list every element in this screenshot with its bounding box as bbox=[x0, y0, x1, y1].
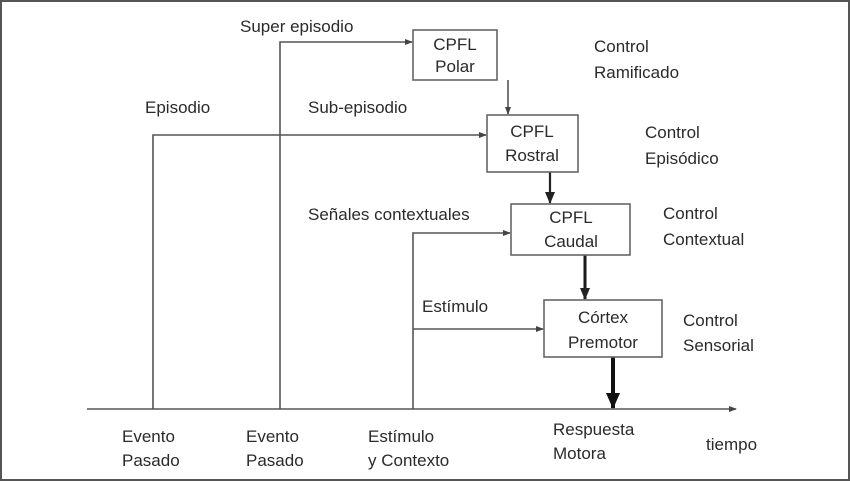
axis-label: tiempo bbox=[706, 435, 757, 454]
signal-label: Episodio bbox=[145, 98, 210, 117]
signal-label: Señales contextuales bbox=[308, 205, 470, 224]
control-label: Contextual bbox=[663, 230, 744, 249]
timeline-label: Evento bbox=[246, 427, 299, 446]
control-label: Episódico bbox=[645, 149, 719, 168]
box-label: CPFL bbox=[510, 122, 553, 141]
control-label: Control bbox=[663, 204, 718, 223]
box-label: CPFL bbox=[549, 208, 592, 227]
timeline-label: Evento bbox=[122, 427, 175, 446]
box-label: Rostral bbox=[505, 146, 559, 165]
box-cortex-premotor: Córtex Premotor bbox=[543, 299, 663, 358]
signal-label: Super episodio bbox=[240, 17, 353, 36]
control-label: Control bbox=[645, 123, 700, 142]
timeline-label: Estímulo bbox=[368, 427, 434, 446]
box-label: Premotor bbox=[568, 333, 638, 352]
box-label: Polar bbox=[435, 57, 475, 76]
control-label: Sensorial bbox=[683, 336, 754, 355]
signal-label: Estímulo bbox=[422, 297, 488, 316]
box-cpfl-polar: CPFL Polar bbox=[412, 29, 498, 81]
signal-label: Sub-episodio bbox=[308, 98, 407, 117]
timeline-label: Respuesta bbox=[553, 420, 635, 439]
timeline-label: Pasado bbox=[246, 451, 304, 470]
timeline-label: Motora bbox=[553, 444, 606, 463]
super-episodio-line bbox=[279, 39, 413, 409]
timeline-label: y Contexto bbox=[368, 451, 449, 470]
control-label: Ramificado bbox=[594, 63, 679, 82]
box-cpfl-caudal: CPFL Caudal bbox=[510, 203, 631, 256]
episodio-line bbox=[152, 132, 487, 409]
box-label: Caudal bbox=[544, 232, 598, 251]
control-label: Control bbox=[683, 311, 738, 330]
box-label: CPFL bbox=[433, 35, 476, 54]
timeline-label: Pasado bbox=[122, 451, 180, 470]
box-cpfl-rostral: CPFL Rostral bbox=[486, 114, 579, 173]
box-label: Córtex bbox=[578, 308, 629, 327]
senales-line bbox=[412, 230, 511, 409]
control-label: Control bbox=[594, 37, 649, 56]
